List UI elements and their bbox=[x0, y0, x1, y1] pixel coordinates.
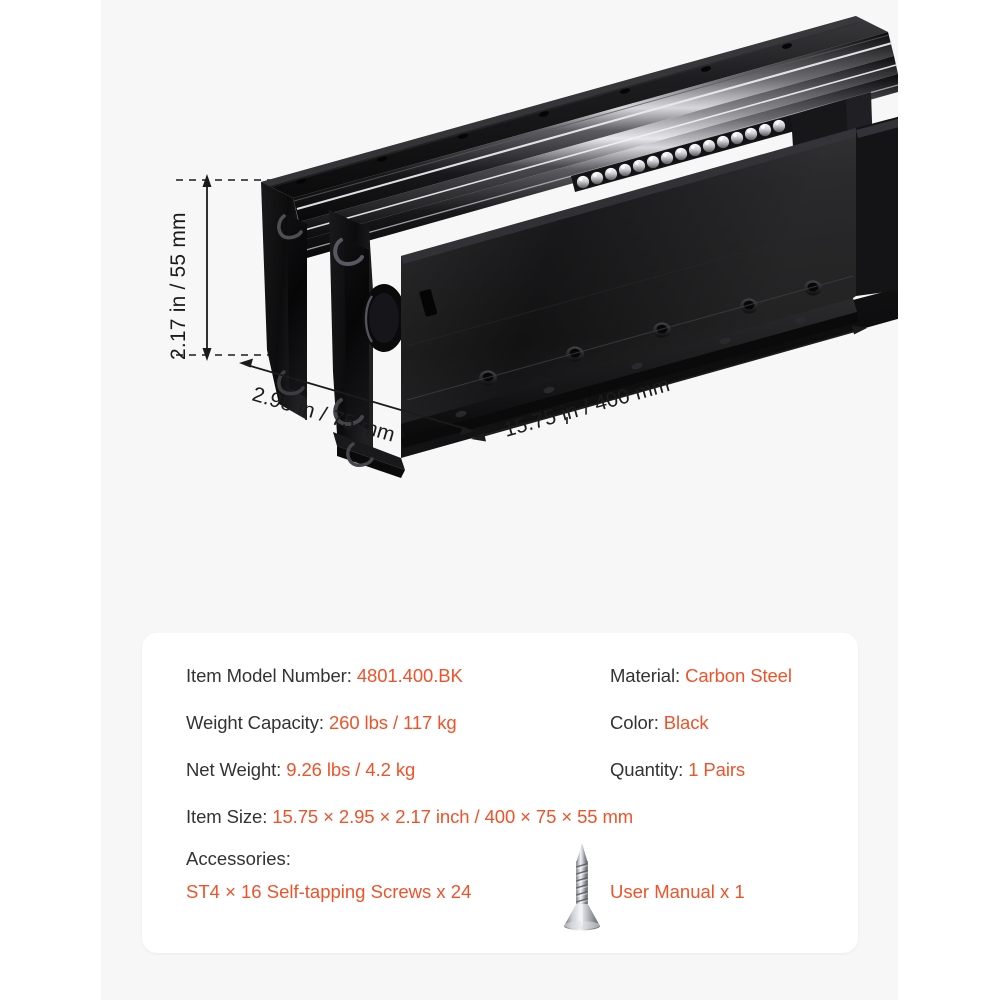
mounting-holes-upper bbox=[479, 280, 822, 386]
spec-item-model-number: Item Model Number: 4801.400.BK bbox=[186, 665, 463, 687]
top-mounting-flange bbox=[261, 16, 888, 198]
specification-card: Item Model Number: 4801.400.BK Material:… bbox=[142, 633, 858, 953]
pilot-dimples bbox=[455, 316, 807, 418]
spec-item-size: Item Size: 15.75 × 2.95 × 2.17 inch / 40… bbox=[186, 806, 633, 828]
spec-quantity: Quantity: 1 Pairs bbox=[610, 759, 745, 781]
spec-label: Item Model Number: bbox=[186, 665, 352, 686]
spec-value: 1 Pairs bbox=[688, 759, 746, 780]
height-dimension-arrow bbox=[202, 174, 212, 361]
spec-row: Net Weight: 9.26 lbs / 4.2 kg Quantity: … bbox=[186, 759, 826, 806]
spec-material: Material: Carbon Steel bbox=[610, 665, 792, 687]
spec-label: Material: bbox=[610, 665, 681, 686]
spec-value: Black bbox=[663, 712, 709, 733]
spec-label: Color: bbox=[610, 712, 659, 733]
spec-value: 15.75 × 2.95 × 2.17 inch / 400 × 75 × 55… bbox=[272, 806, 634, 827]
height-dimension-label: 2.17 in / 55 mm bbox=[167, 212, 190, 360]
right-gutter bbox=[898, 0, 1000, 1000]
drawer-slide-illustration: 2.17 in / 55 mm 2.95 in / 75 mm 15.75 in… bbox=[167, 16, 898, 478]
front-mounting-plate bbox=[401, 116, 898, 458]
accessories-manual-text: User Manual x 1 bbox=[610, 881, 745, 902]
spec-value: 9.26 lbs / 4.2 kg bbox=[286, 759, 416, 780]
accessories-label: Accessories: bbox=[186, 848, 291, 869]
dimension-annotations bbox=[202, 174, 867, 442]
product-hero-image: 2.17 in / 55 mm 2.95 in / 75 mm 15.75 in… bbox=[101, 0, 898, 620]
spec-row: Weight Capacity: 260 lbs / 117 kg Color:… bbox=[186, 712, 826, 759]
depth-dimension-label: 2.95 in / 75 mm bbox=[250, 383, 398, 447]
ball-bearing-strip bbox=[571, 115, 795, 192]
screw-icon bbox=[560, 840, 604, 936]
left-foot bbox=[333, 432, 405, 478]
spec-label: Quantity: bbox=[610, 759, 684, 780]
spec-net-weight: Net Weight: 9.26 lbs / 4.2 kg bbox=[186, 759, 415, 781]
depth-dimension-arrow bbox=[239, 358, 474, 436]
spec-label: Net Weight: bbox=[186, 759, 282, 780]
spec-label: Weight Capacity: bbox=[186, 712, 324, 733]
spec-row: Item Size: 15.75 × 2.95 × 2.17 inch / 40… bbox=[186, 806, 826, 853]
spec-weight-capacity: Weight Capacity: 260 lbs / 117 kg bbox=[186, 712, 457, 734]
spec-row: Item Model Number: 4801.400.BK Material:… bbox=[186, 665, 826, 712]
spec-label: Item Size: bbox=[186, 806, 268, 827]
length-dimension-arrow bbox=[471, 325, 867, 442]
accessories-block: Accessories: ST4 × 16 Self-tapping Screw… bbox=[186, 843, 826, 931]
spec-value: Carbon Steel bbox=[685, 665, 792, 686]
spec-value: 260 lbs / 117 kg bbox=[328, 712, 457, 733]
spec-color: Color: Black bbox=[610, 712, 709, 734]
left-gutter bbox=[0, 0, 101, 1000]
slide-rail-bands bbox=[293, 32, 898, 258]
spec-value: 4801.400.BK bbox=[356, 665, 463, 686]
spec-rows: Item Model Number: 4801.400.BK Material:… bbox=[186, 665, 826, 853]
accessories-screws-text: ST4 × 16 Self-tapping Screws x 24 bbox=[186, 881, 472, 902]
